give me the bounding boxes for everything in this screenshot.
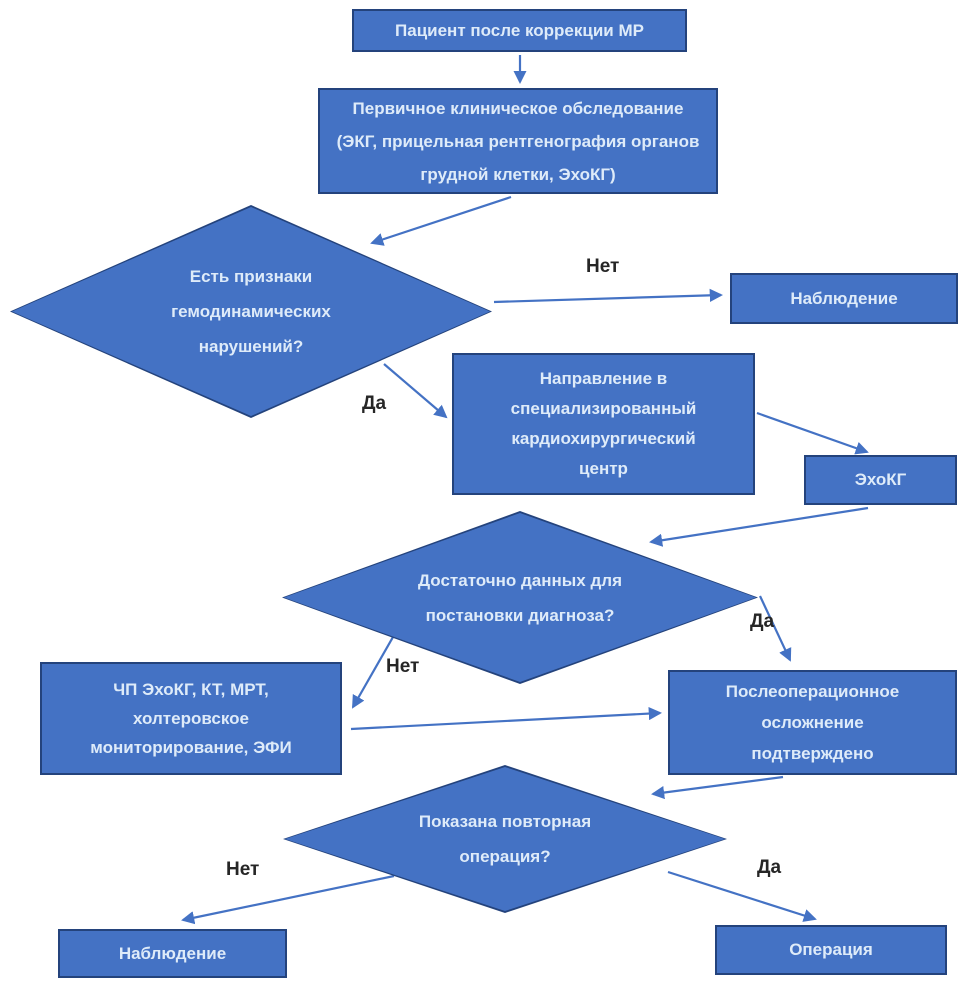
node-observation-bottom-label: Наблюдение: [118, 943, 227, 963]
node-reop-question: Показана повторная операция?: [283, 765, 727, 913]
node-observation-bottom: Наблюдение: [58, 929, 287, 978]
node-surgery: Операция: [715, 925, 947, 975]
node-observation-top: Наблюдение: [730, 273, 958, 324]
node-referral: Направление в специализированный кардиох…: [452, 353, 755, 495]
node-data-question: Достаточно данных для постановки диагноз…: [282, 511, 758, 684]
edge-label-hemo-no: Нет: [586, 256, 620, 277]
node-start-label: Пациент после коррекции МР: [395, 20, 644, 40]
node-additional-tests: ЧП ЭхоКГ, КТ, МРТ, холтеровское монитори…: [40, 662, 342, 775]
node-complication-confirmed: Послеоперационное осложнение подтвержден…: [668, 670, 957, 775]
node-data-question-label: Достаточно данных для постановки диагноз…: [417, 570, 622, 625]
node-hemo-question: Есть признаки гемодинамических нарушений…: [10, 205, 492, 418]
node-observation-top-label: Наблюдение: [790, 288, 898, 308]
edge-label-data-yes: Да: [750, 611, 775, 632]
edge-label-data-no: Нет: [386, 656, 420, 677]
node-primary-exam-label: Первичное клиническое обследование (ЭКГ,…: [336, 98, 700, 184]
edge-label-hemo-yes: Да: [362, 393, 387, 414]
node-reop-question-label: Показана повторная операция?: [418, 812, 592, 866]
edge-label-reop-yes: Да: [757, 857, 782, 878]
node-echo-label: ЭхоКГ: [854, 470, 907, 489]
edge-tests-to-complication: [350, 706, 662, 731]
node-surgery-label: Операция: [789, 940, 873, 959]
edge-hemo-no-to-observation: [493, 288, 723, 304]
edge-referral-to-echo: [756, 411, 869, 455]
node-hemo-question-label: Есть признаки гемодинамических нарушений…: [171, 267, 331, 356]
node-referral-label: Направление в специализированный кардиох…: [510, 369, 697, 478]
node-additional-tests-label: ЧП ЭхоКГ, КТ, МРТ, холтеровское монитори…: [90, 680, 292, 757]
node-start: Пациент после коррекции МР: [352, 9, 687, 52]
edge-label-reop-no: Нет: [226, 859, 260, 880]
node-complication-confirmed-label: Послеоперационное осложнение подтвержден…: [725, 682, 900, 763]
node-echo: ЭхоКГ: [804, 455, 957, 505]
node-primary-exam: Первичное клиническое обследование (ЭКГ,…: [318, 88, 718, 194]
